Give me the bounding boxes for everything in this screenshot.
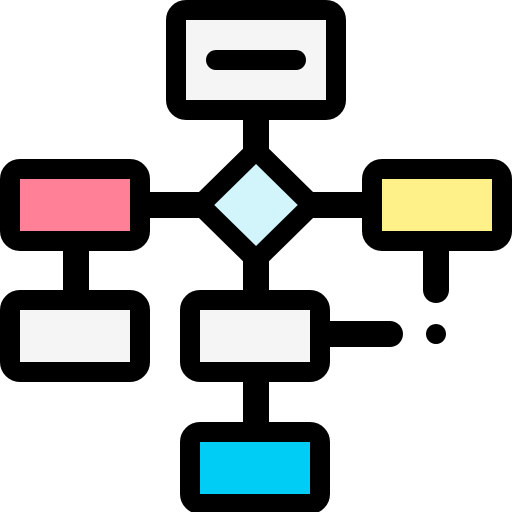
node-center: [180, 290, 330, 382]
dot-marker: [426, 324, 446, 344]
node-right: [362, 159, 512, 251]
node-decision: [190, 140, 322, 270]
node-left: [0, 159, 150, 251]
node-left-bottom: [0, 290, 150, 382]
node-bottom: [180, 422, 330, 512]
